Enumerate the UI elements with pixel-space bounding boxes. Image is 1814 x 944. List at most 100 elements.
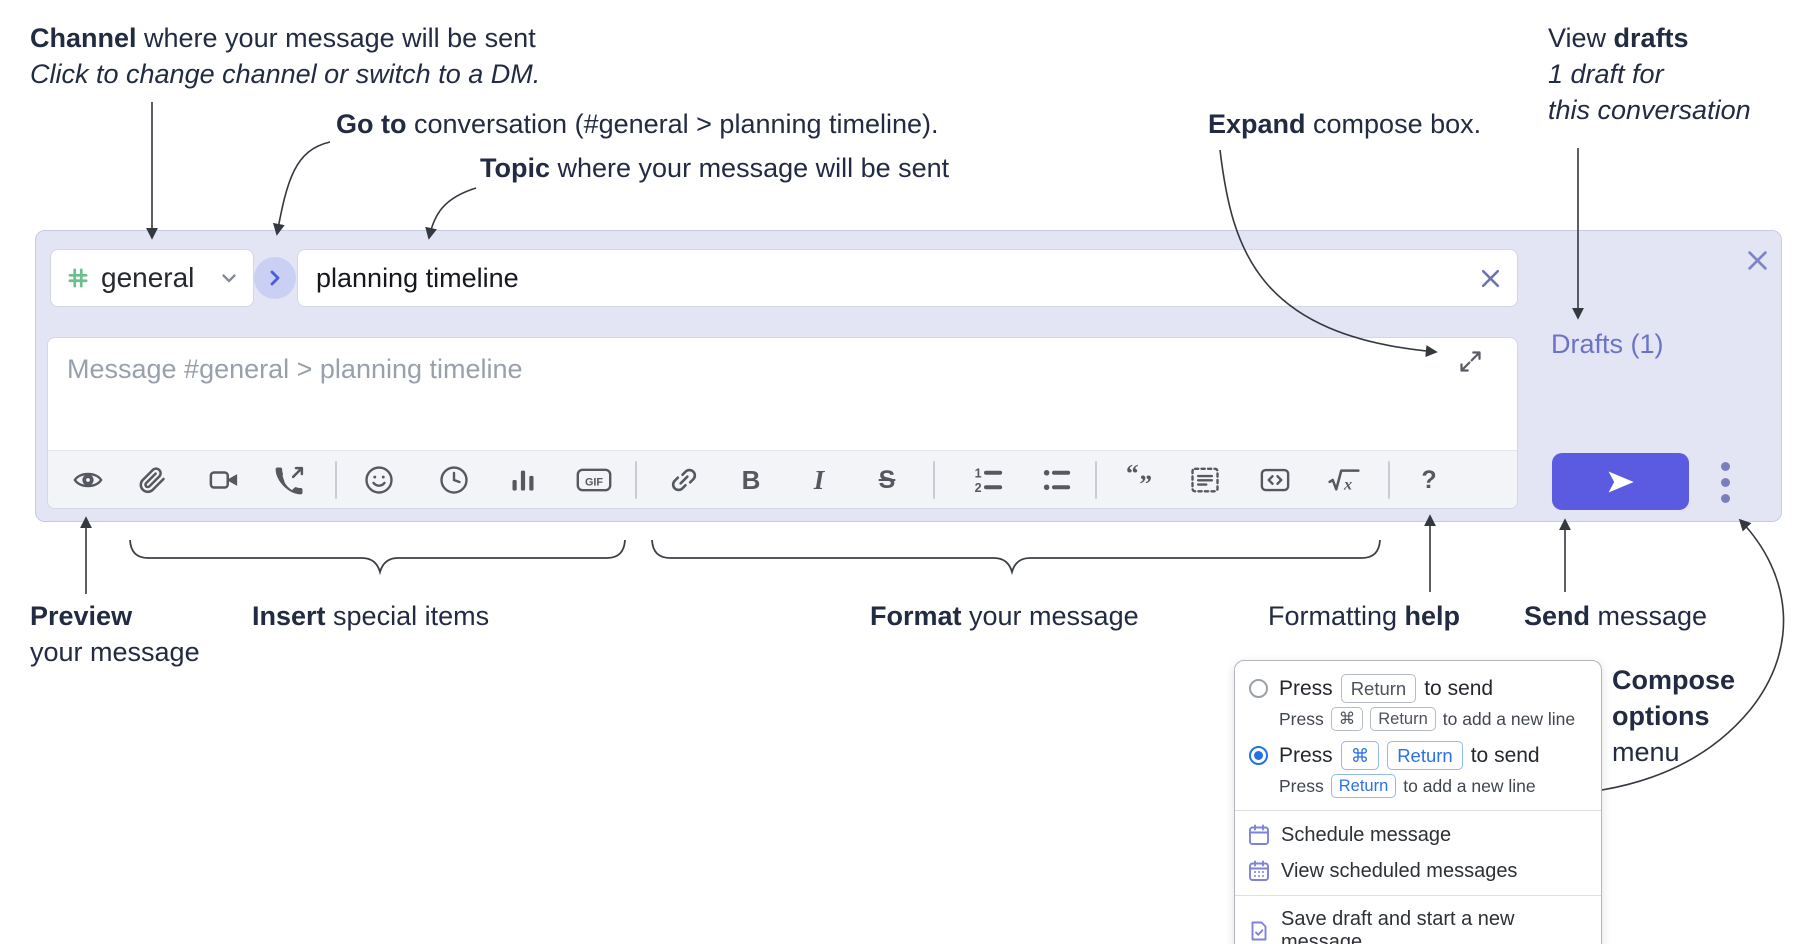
question-mark-icon: ?	[1421, 465, 1437, 494]
press-cmd-return-to-send-option[interactable]: Press ⌘ Return to send	[1235, 737, 1601, 772]
radio-selected-icon[interactable]	[1249, 746, 1268, 765]
bulleted-list-button[interactable]	[1038, 458, 1076, 502]
compose-box: general	[35, 230, 1782, 522]
hash-channel-icon	[65, 265, 91, 291]
bar-chart-icon	[512, 470, 534, 491]
compose-options-button[interactable]	[1715, 458, 1735, 506]
toolbar-divider	[635, 461, 637, 499]
svg-text:2: 2	[975, 481, 982, 495]
preview-button[interactable]	[69, 458, 107, 502]
video-call-button[interactable]	[205, 458, 243, 502]
annotation-expand: Expand compose box.	[1208, 109, 1482, 139]
video-camera-icon	[209, 471, 238, 489]
time-mention-button[interactable]	[435, 458, 473, 502]
calendar-icon	[1249, 824, 1269, 845]
formatting-help-button[interactable]: ?	[1410, 458, 1448, 502]
ellipsis-dot	[1720, 477, 1730, 487]
close-compose-button[interactable]	[1742, 245, 1772, 275]
go-to-conversation-button[interactable]	[254, 257, 296, 299]
toolbar-divider	[335, 461, 337, 499]
calendar-grid-icon	[1249, 860, 1269, 881]
annotation-topic: Topic where your message will be sent	[480, 153, 950, 183]
strikethrough-icon: S	[878, 465, 896, 494]
bold-icon: B	[741, 464, 761, 495]
chevron-down-icon	[217, 266, 241, 290]
cmd-key-chip: ⌘	[1330, 707, 1364, 731]
link-button[interactable]	[665, 458, 703, 502]
expand-compose-button[interactable]	[1455, 346, 1485, 376]
menu-divider	[1235, 810, 1601, 811]
spoiler-button[interactable]	[1186, 458, 1224, 502]
save-draft-new-message-item[interactable]: Save draft and start a new message	[1235, 902, 1601, 944]
view-scheduled-messages-item[interactable]: View scheduled messages	[1235, 853, 1601, 889]
document-check-icon	[1251, 921, 1267, 941]
close-x-icon	[1747, 250, 1767, 270]
svg-text:GIF: GIF	[585, 476, 603, 488]
code-icon	[1260, 468, 1290, 492]
italic-button[interactable]: I	[800, 458, 838, 502]
radio-unselected-icon[interactable]	[1249, 679, 1268, 698]
clear-topic-button[interactable]	[1476, 264, 1504, 292]
audio-call-button[interactable]	[271, 458, 309, 502]
ellipsis-dot	[1720, 493, 1730, 503]
annotation-view-drafts: View drafts 1 draft for this conversatio…	[1548, 23, 1751, 125]
phone-call-icon	[275, 466, 304, 495]
annotation-compose-options: Compose options menu	[1612, 665, 1736, 767]
clear-topic-x-icon	[1481, 269, 1499, 287]
gif-button[interactable]: GIF	[575, 458, 613, 502]
chevron-right-icon	[263, 266, 287, 290]
drafts-link[interactable]: Drafts (1)	[1551, 329, 1664, 359]
ellipsis-dot	[1720, 461, 1730, 471]
message-box: GIF B I	[47, 337, 1518, 509]
return-key-chip: Return	[1340, 674, 1417, 703]
link-icon	[671, 468, 697, 492]
quote-button[interactable]: “ ”	[1123, 458, 1161, 502]
poll-button[interactable]	[504, 458, 542, 502]
quote-icon: “ ”	[1126, 464, 1152, 496]
toolbar-divider	[1095, 461, 1097, 499]
annotation-channel: Channel where your message will be sent …	[30, 23, 541, 89]
cmd-key-chip: ⌘	[1340, 741, 1380, 770]
attach-file-button[interactable]	[133, 458, 171, 502]
topic-input-wrap	[297, 249, 1518, 307]
math-button[interactable]: x	[1325, 458, 1363, 502]
return-key-chip: Return	[1387, 741, 1463, 770]
italic-icon: I	[813, 464, 825, 495]
message-textarea[interactable]	[48, 338, 1517, 450]
code-button[interactable]	[1256, 458, 1294, 502]
svg-text:”: ”	[1139, 470, 1152, 496]
smiley-icon	[365, 466, 393, 494]
compose-options-menu: Press Return to send Press ⌘ Return to a…	[1234, 660, 1602, 944]
topic-input[interactable]	[297, 249, 1518, 307]
return-key-chip: Return	[1370, 707, 1436, 731]
toolbar-divider	[1388, 461, 1390, 499]
bulleted-list-icon	[1043, 470, 1071, 490]
annotation-preview: Preview your message	[30, 601, 200, 667]
annotation-send: Send message	[1524, 601, 1708, 631]
gif-icon: GIF	[576, 468, 612, 492]
send-button[interactable]	[1552, 453, 1689, 510]
annotation-insert: Insert special items	[252, 601, 490, 631]
annotation-formatting-help: Formatting help	[1268, 601, 1461, 631]
menu-divider	[1235, 895, 1601, 896]
svg-text:x: x	[1343, 475, 1352, 493]
svg-text:1: 1	[975, 467, 982, 481]
toolbar-divider	[933, 461, 935, 499]
bold-button[interactable]: B	[732, 458, 770, 502]
clock-icon	[440, 466, 468, 494]
emoji-button[interactable]	[360, 458, 398, 502]
numbered-list-icon: 1 2	[975, 467, 1003, 495]
svg-text:“: “	[1126, 464, 1139, 487]
return-key-chip: Return	[1330, 774, 1397, 798]
spoiler-icon	[1191, 467, 1219, 493]
strikethrough-button[interactable]: S	[868, 458, 906, 502]
channel-picker-button[interactable]: general	[50, 249, 254, 307]
numbered-list-button[interactable]: 1 2	[970, 458, 1008, 502]
press-cmd-return-option-subtext: Press Return to add a new line	[1235, 772, 1601, 804]
schedule-message-item[interactable]: Schedule message	[1235, 817, 1601, 853]
compose-toolbar: GIF B I	[48, 450, 1517, 508]
paperclip-icon	[139, 467, 165, 494]
eye-icon	[73, 472, 103, 488]
press-return-to-send-option[interactable]: Press Return to send	[1235, 670, 1601, 705]
send-plane-icon	[1608, 471, 1634, 492]
